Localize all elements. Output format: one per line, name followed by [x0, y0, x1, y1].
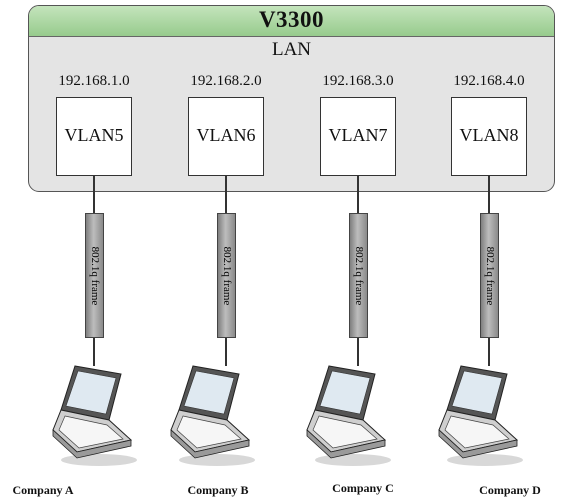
- vlan8-lower-link: [488, 338, 490, 366]
- vlan7-label: VLAN7: [328, 125, 388, 145]
- laptop-icon: [306, 365, 391, 466]
- vlan6-label: VLAN6: [196, 125, 256, 145]
- vlan5-label: VLAN5: [64, 125, 124, 145]
- vlan7-frame-segment: 802.1q frame: [349, 213, 368, 338]
- company-b-label: Company B: [187, 483, 249, 497]
- lan-label: LAN: [271, 39, 312, 60]
- vlan7-network-address: 192.168.3.0: [322, 73, 394, 89]
- vlan7-upper-link: [357, 176, 359, 213]
- vlan6-frame-label: 802.1q frame: [220, 246, 233, 305]
- vlan5-frame-label: 802.1q frame: [88, 246, 101, 305]
- device-header: V3300: [29, 6, 554, 37]
- company-c-label: Company C: [332, 481, 394, 495]
- vlan5-lower-link: [93, 338, 95, 366]
- laptop-icon: [438, 365, 523, 466]
- device-title: V3300: [258, 7, 325, 32]
- vlan6-network-address: 192.168.2.0: [190, 73, 262, 89]
- vlan6-lower-link: [225, 338, 227, 366]
- laptop-icon: [170, 365, 255, 466]
- vlan8-network-address: 192.168.4.0: [453, 73, 525, 89]
- company-d-label: Company D: [479, 483, 541, 497]
- vlan7-frame-label: 802.1q frame: [352, 246, 365, 305]
- vlan8-box: VLAN8: [451, 97, 527, 176]
- vlan7-box: VLAN7: [320, 97, 396, 176]
- vlan8-label: VLAN8: [459, 125, 519, 145]
- company-a-label: Company A: [12, 483, 74, 497]
- vlan8-frame-label: 802.1q frame: [483, 246, 496, 305]
- vlan7-lower-link: [357, 338, 359, 366]
- vlan5-upper-link: [93, 176, 95, 213]
- vlan5-frame-segment: 802.1q frame: [85, 213, 104, 338]
- vlan6-upper-link: [225, 176, 227, 213]
- vlan5-box: VLAN5: [56, 97, 132, 176]
- vlan8-upper-link: [488, 176, 490, 213]
- vlan5-network-address: 192.168.1.0: [58, 73, 130, 89]
- laptop-icon: [52, 365, 137, 466]
- vlan8-frame-segment: 802.1q frame: [480, 213, 499, 338]
- vlan6-frame-segment: 802.1q frame: [217, 213, 236, 338]
- vlan6-box: VLAN6: [188, 97, 264, 176]
